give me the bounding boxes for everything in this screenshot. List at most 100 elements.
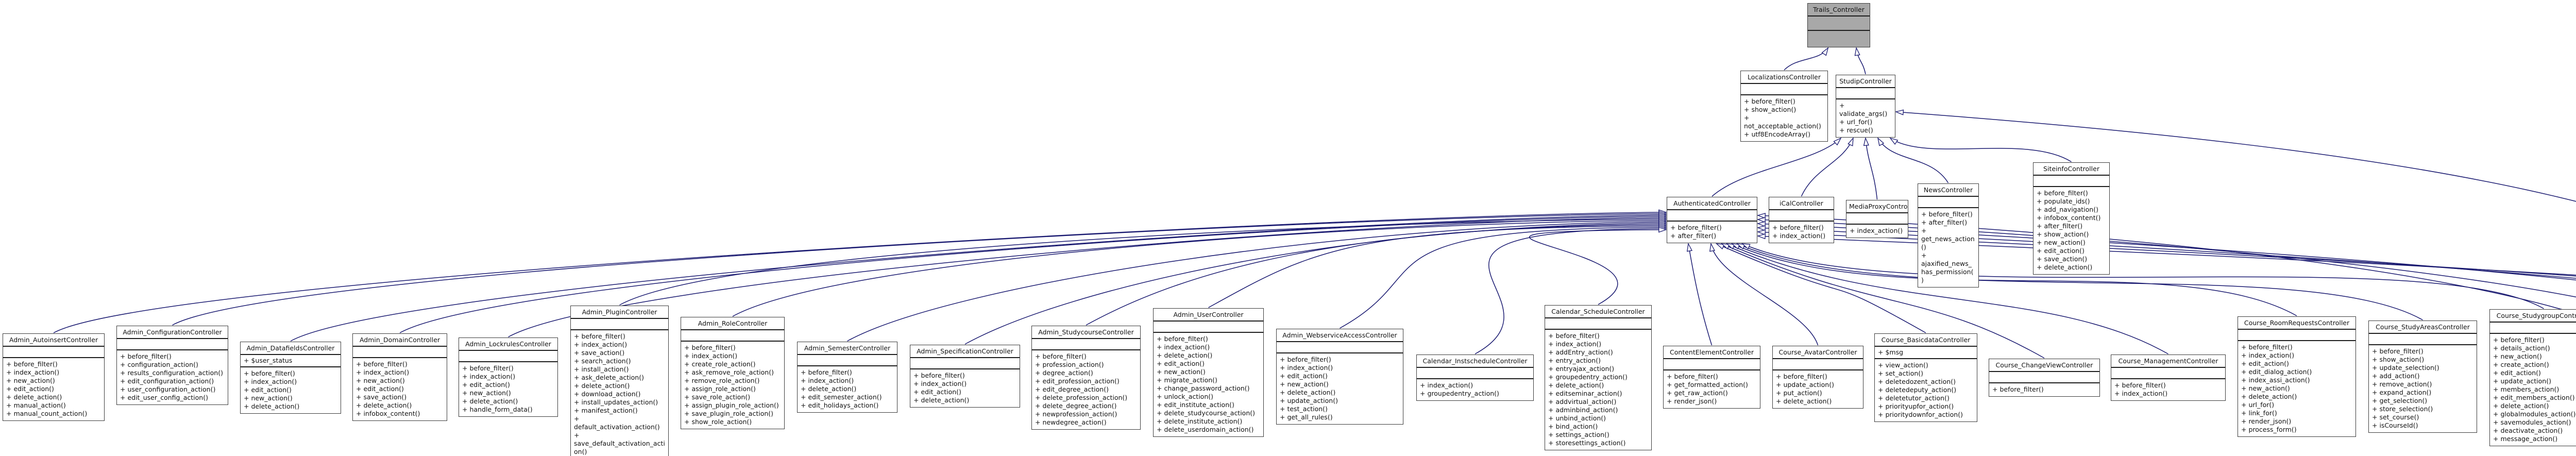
method: + before_filter() (6, 360, 58, 368)
class-name[interactable]: Admin_LockrulesController (459, 338, 557, 351)
class-node-admin-rolecontroller[interactable]: Admin_RoleController+ before_filter()+ i… (681, 317, 785, 429)
attributes-compartment (1277, 342, 1403, 353)
method: + install_updates_action() (574, 398, 658, 406)
class-name[interactable]: Admin_DomainController (353, 334, 447, 347)
class-name[interactable]: Admin_WebserviceAccessController (1277, 329, 1403, 342)
method: + new_action() (2241, 384, 2290, 392)
class-node-admin-lockrulescontroller[interactable]: Admin_LockrulesController+ before_filter… (459, 337, 558, 417)
class-node-course-avatarcontroller[interactable]: Course_AvatarController+ before_filter()… (1772, 346, 1863, 409)
class-node-course-roomrequestscontroller[interactable]: Course_RoomRequestsController+ before_fi… (2238, 316, 2356, 437)
class-node-course-changeviewcontroller[interactable]: Course_ChangeViewController + before_filt… (1989, 359, 2100, 397)
class-node-admin-autoinsertcontroller[interactable]: Admin_AutoinsertController + before_filte… (3, 333, 105, 421)
method: + deletedozent_action() (1878, 378, 1956, 385)
class-node-newscontroller[interactable]: NewsController + before_filter()+ after_f… (1918, 183, 1979, 288)
method: + assign_role_action() (684, 385, 756, 393)
class-name[interactable]: Calendar_ScheduleController (1545, 306, 1651, 318)
method: + search_action() (574, 357, 631, 365)
method: + edit_institute_action() (1157, 401, 1234, 409)
class-name[interactable]: Admin_ConfigurationController (117, 326, 228, 339)
class-name[interactable]: NewsController (1918, 184, 1978, 197)
attributes-compartment (1664, 359, 1760, 370)
class-name[interactable]: Admin_DatafieldsController (241, 342, 341, 355)
class-node-admin-datafieldscontroller[interactable]: Admin_DatafieldsController+ $user_status… (240, 342, 341, 414)
method: + create_action() (2493, 361, 2549, 368)
method: + edit_dialog_action() (2241, 368, 2312, 376)
class-name[interactable]: Admin_SpecificationController (910, 345, 1020, 358)
class-name[interactable]: ContentElementController (1664, 346, 1760, 359)
method: + before_filter() (913, 371, 965, 379)
class-node-contentelementcontroller[interactable]: ContentElementController+ before_filter(… (1663, 346, 1760, 409)
class-name[interactable]: Course_ChangeViewController (1989, 359, 2099, 372)
methods-compartment (1808, 31, 1870, 47)
method: + render_json() (1667, 397, 1717, 405)
method: + index_action() (801, 377, 854, 384)
method: + new_action() (1280, 380, 1329, 388)
class-node-admin-studycoursecontroller[interactable]: Admin_StudycourseController+ before_filt… (1031, 326, 1141, 430)
method: + get_raw_action() (1667, 389, 1728, 397)
inheritance-edge (1784, 48, 1828, 71)
method: + update_selection() (2372, 364, 2439, 371)
class-node-admin-usercontroller[interactable]: Admin_UserController+ before_filter()+ i… (1153, 308, 1264, 437)
inheritance-edge (53, 212, 1666, 333)
class-node-calendar-instschedulecontroller[interactable]: Calendar_InstscheduleController+ index_a… (1416, 354, 1534, 401)
class-name[interactable]: Admin_RoleController (681, 317, 784, 330)
class-node-icalcontroller[interactable]: iCalController+ before_filter()+ index_a… (1769, 197, 1834, 243)
method: + edit_degree_action() (1035, 385, 1109, 393)
class-name[interactable]: MediaProxyController (1846, 200, 1908, 213)
class-name[interactable]: Admin_StudycourseController (1032, 326, 1140, 339)
class-name[interactable]: Admin_UserController (1154, 309, 1263, 322)
class-name[interactable]: Admin_AutoinsertController (3, 334, 104, 347)
class-node-authenticatedcontroller[interactable]: AuthenticatedController+ before_filter()… (1667, 197, 1757, 243)
class-node-course-managementcontroller[interactable]: Course_ManagementController+ before_filt… (2111, 354, 2226, 401)
inheritance-edge (732, 221, 1666, 317)
class-node-course-basicdatacontroller[interactable]: Course_BasicdataController+ $msg+ view_a… (1874, 333, 1977, 422)
class-name[interactable]: iCalController (1769, 197, 1834, 210)
method: + ajaxified_news_has_permission() (1921, 251, 1974, 284)
class-node-admin-specificationcontroller[interactable]: Admin_SpecificationController + before_fi… (910, 345, 1020, 408)
method: + new_action() (462, 389, 511, 397)
attributes-compartment (353, 347, 447, 358)
methods-compartment: + before_filter()+ after_filter()+ get_n… (1918, 208, 1978, 287)
class-name[interactable]: Trails_Controller (1808, 4, 1870, 16)
method: + edit_action() (1280, 372, 1328, 380)
class-name[interactable]: Admin_SemesterController (798, 342, 897, 355)
class-name[interactable]: Course_AvatarController (1773, 346, 1863, 359)
class-node-admin-domaincontroller[interactable]: Admin_DomainController+ before_filter()+… (352, 333, 447, 421)
class-name[interactable]: SiteinfoController (2033, 163, 2109, 176)
class-name[interactable]: StudipController (1836, 75, 1895, 88)
method: + remove_role_action() (684, 377, 760, 384)
class-node-calendar-schedulecontroller[interactable]: Calendar_ScheduleController+ before_filt… (1545, 305, 1652, 450)
class-node-admin-semestercontroller[interactable]: Admin_SemesterController+ before_filter(… (797, 342, 897, 413)
method: + edit_members_action() (2493, 394, 2575, 401)
class-name[interactable]: LocalizationsController (1741, 71, 1827, 84)
method: + update_action() (1280, 397, 1338, 404)
class-name[interactable]: Admin_PluginController (571, 306, 668, 319)
class-node-localizationscontroller[interactable]: LocalizationsController+ before_filter()… (1740, 71, 1828, 142)
method: + editseminar_action() (1548, 390, 1622, 397)
attributes-compartment (2033, 176, 2109, 187)
method: + show_action() (2037, 230, 2089, 238)
class-node-course-studyareascontroller[interactable]: Course_StudyAreasController+ before_filt… (2368, 320, 2477, 433)
class-name[interactable]: Calendar_InstscheduleController (1417, 355, 1533, 368)
class-name[interactable]: Course_ManagementController (2111, 355, 2225, 368)
class-node-admin-configurationcontroller[interactable]: Admin_ConfigurationController+ before_fi… (116, 326, 228, 405)
method: + set_action() (1878, 369, 1924, 377)
method: + store_selection() (2372, 405, 2433, 413)
attributes-compartment: + $msg (1875, 347, 1977, 359)
class-node-studipcontroller[interactable]: StudipController+ validate_args()+ url_f… (1836, 75, 1895, 138)
class-node-course-studygroupcontroller[interactable]: Course_StudygroupController+ before_filt… (2489, 309, 2576, 446)
class-node-trails-controller[interactable]: Trails_Controller (1807, 3, 1870, 47)
class-name[interactable]: Course_StudygroupController (2490, 310, 2576, 323)
class-name[interactable]: Course_RoomRequestsController (2238, 317, 2355, 330)
class-node-admin-plugincontroller[interactable]: Admin_PluginController+ before_filter()+… (570, 306, 669, 456)
class-node-admin-webserviceaccesscontroller[interactable]: Admin_WebserviceAccessController+ before… (1276, 329, 1403, 425)
methods-compartment: + before_filter() (1989, 383, 2099, 396)
method: + index_action() (1772, 232, 1826, 240)
class-name[interactable]: AuthenticatedController (1667, 197, 1757, 210)
class-node-siteinfocontroller[interactable]: SiteinfoController+ before_filter()+ pop… (2033, 162, 2110, 275)
class-name[interactable]: Course_BasicdataController (1875, 334, 1977, 347)
class-name[interactable]: Course_StudyAreasController (2369, 321, 2477, 334)
class-node-mediaproxycontroller[interactable]: MediaProxyController+ index_action() (1846, 200, 1908, 238)
method: + user_configuration_action() (120, 385, 216, 393)
method: + index_action() (913, 380, 967, 387)
